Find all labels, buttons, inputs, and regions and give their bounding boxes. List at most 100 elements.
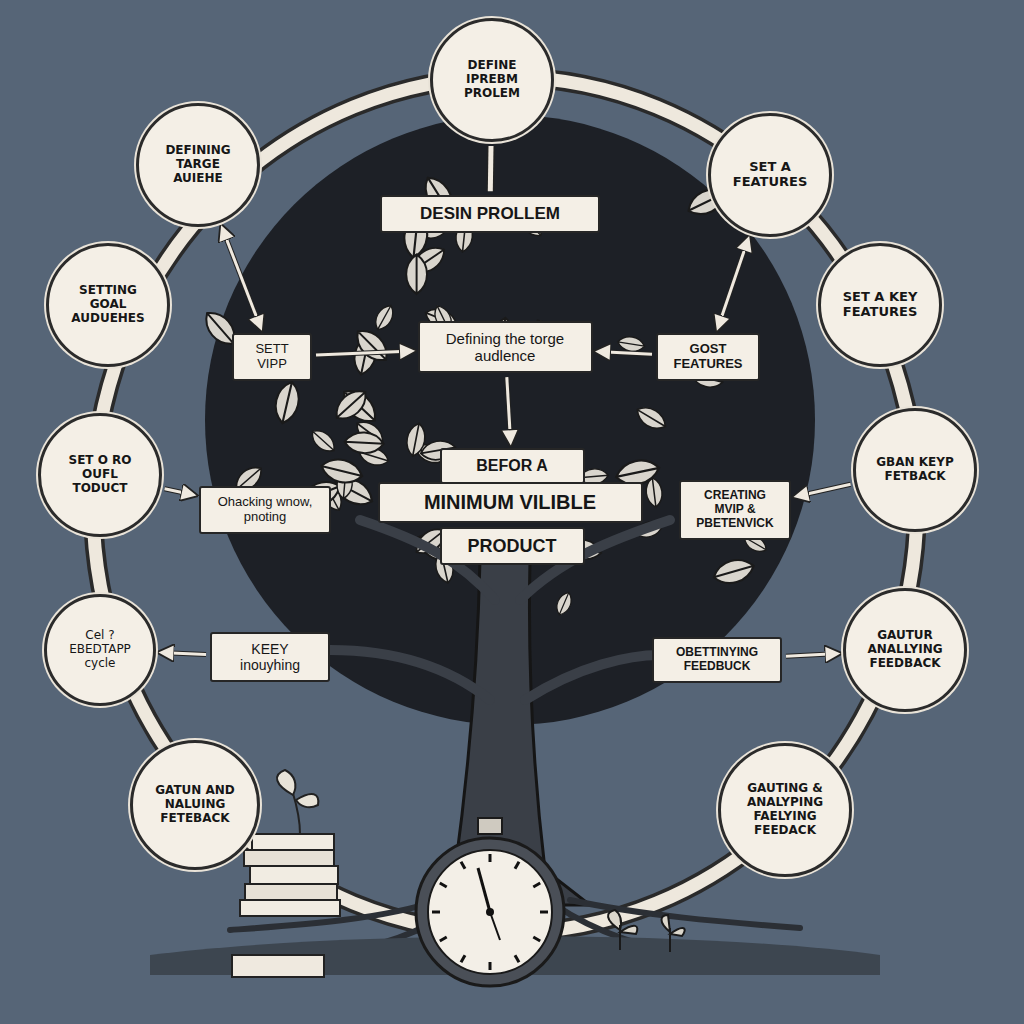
step-box: GOST FEATURES bbox=[656, 333, 760, 381]
leaf bbox=[308, 426, 340, 457]
watch-tick bbox=[533, 937, 540, 941]
stopwatch bbox=[416, 818, 564, 986]
step-label: CREATING MVIP & PBETENVICK bbox=[691, 489, 779, 530]
cycle-ring-outline bbox=[93, 77, 917, 933]
watch-tick bbox=[461, 862, 465, 869]
step-label: GOST FEATURES bbox=[668, 342, 748, 372]
step-label: Defining the torge audlence bbox=[430, 330, 581, 365]
watch-tick bbox=[432, 911, 440, 914]
connector-line bbox=[507, 377, 511, 444]
cycle-step-circle: Cel ? EBEDTAPP cycle bbox=[44, 594, 156, 706]
connector-arrow bbox=[795, 484, 851, 496]
leaf bbox=[553, 590, 574, 617]
connector-arrow bbox=[160, 653, 206, 655]
watch-tick bbox=[440, 937, 447, 941]
step-box: Defining the torge audlence bbox=[418, 321, 593, 374]
step-label: GAUTING & ANALYPING FAELYING FEEDACK bbox=[737, 782, 833, 837]
step-label: DEFINING TARGE AUIEHE bbox=[155, 144, 241, 185]
connector-casing bbox=[507, 377, 511, 444]
step-box: BEFOR A bbox=[440, 448, 585, 484]
connector-arrow bbox=[222, 227, 262, 330]
cycle-step-circle: GAUTUR ANALLYING FEEDBACK bbox=[843, 588, 967, 712]
connector-casing bbox=[597, 352, 653, 355]
watch-tick bbox=[515, 862, 519, 869]
watch-tick bbox=[489, 854, 492, 862]
leaf bbox=[633, 402, 670, 434]
cycle-step-circle: SET A KEY FEATURES bbox=[818, 243, 942, 367]
leaf bbox=[711, 555, 757, 587]
cycle-step-circle: GBAN KEYP FETBACK bbox=[853, 408, 977, 532]
leaves bbox=[199, 172, 770, 617]
step-box: KEEY inouyhing bbox=[210, 632, 330, 682]
connector-arrow bbox=[490, 146, 492, 191]
step-label: GBAN KEYP FETBACK bbox=[872, 456, 958, 484]
watch-tick bbox=[461, 955, 465, 962]
step-label: GATUN AND NALUING FETEBACK bbox=[149, 784, 241, 825]
leaf bbox=[406, 254, 427, 294]
connector-line bbox=[165, 489, 196, 496]
watch-tick bbox=[515, 955, 519, 962]
step-box: PRODUCT bbox=[440, 527, 585, 566]
step-box: CREATING MVIP & PBETENVICK bbox=[679, 480, 791, 539]
cycle-step-circle: SETTING GOAL AUDUEHES bbox=[46, 243, 170, 367]
connector-line bbox=[717, 238, 748, 330]
step-box: DESIN PROLLEM bbox=[380, 195, 600, 233]
step-label: SET A KEY FEATURES bbox=[837, 290, 923, 320]
step-label: MINIMUM VILIBLE bbox=[390, 491, 631, 514]
leaf bbox=[330, 385, 372, 426]
cycle-step-circle: GAUTING & ANALYPING FAELYING FEEDACK bbox=[718, 743, 852, 877]
cycle-step-circle: SET A FEATURES bbox=[708, 113, 832, 237]
leaf bbox=[319, 455, 365, 487]
step-label: OBETTINYING FEEDBUCK bbox=[664, 646, 770, 674]
leaf bbox=[617, 335, 646, 353]
step-label: KEEY inouyhing bbox=[222, 641, 318, 673]
watch-tick bbox=[540, 911, 548, 914]
connector-casing bbox=[795, 484, 851, 496]
connector-casing bbox=[717, 238, 748, 330]
connector-line bbox=[795, 484, 851, 496]
connector-arrow bbox=[717, 238, 748, 330]
connector-casing bbox=[165, 489, 196, 496]
connector-line bbox=[160, 653, 206, 655]
cycle-step-circle: DEFINING TARGE AUIEHE bbox=[136, 103, 260, 227]
step-label: DEFINE IPREBM PROLEM bbox=[449, 59, 535, 100]
leaf bbox=[350, 324, 393, 367]
watch-tick bbox=[533, 883, 540, 887]
step-box: Ohacking wnow, pnoting bbox=[199, 486, 331, 534]
connector-casing bbox=[160, 653, 206, 655]
step-label: Ohacking wnow, pnoting bbox=[211, 495, 319, 525]
leaf bbox=[272, 379, 303, 425]
watch-tick bbox=[489, 962, 492, 970]
connector-line bbox=[786, 654, 839, 657]
step-label: SET A FEATURES bbox=[727, 160, 813, 190]
cycle-step-circle: DEFINE IPREBM PROLEM bbox=[430, 18, 554, 142]
tree-branches bbox=[330, 520, 670, 700]
step-label: GAUTUR ANALLYING FEEDBACK bbox=[862, 629, 948, 670]
connector-casing bbox=[486, 146, 495, 191]
connector-line bbox=[222, 227, 262, 330]
step-label: BEFOR A bbox=[452, 457, 573, 475]
step-label: SETTING GOAL AUDUEHES bbox=[65, 284, 151, 325]
connector-arrow bbox=[507, 377, 511, 444]
step-label: SET O RO OUFL TODUCT bbox=[57, 454, 143, 495]
connector-arrow bbox=[597, 352, 653, 355]
step-label: Cel ? EBEDTAPP cycle bbox=[63, 629, 137, 670]
step-label: PRODUCT bbox=[452, 536, 573, 557]
step-label: DESIN PROLLEM bbox=[392, 204, 588, 224]
step-box: OBETTINYING FEEDBUCK bbox=[652, 637, 782, 683]
cycle-ring bbox=[93, 77, 917, 933]
step-label: SETT VIPP bbox=[244, 342, 300, 372]
watch-tick bbox=[440, 883, 447, 887]
connector-line bbox=[597, 352, 653, 355]
connector-arrow bbox=[165, 489, 196, 496]
connector-line bbox=[488, 146, 494, 191]
cycle-step-circle: SET O RO OUFL TODUCT bbox=[38, 413, 162, 537]
connector-casing bbox=[222, 227, 262, 330]
connector-arrow bbox=[786, 654, 839, 657]
step-box: MINIMUM VILIBLE bbox=[378, 482, 643, 523]
step-box: SETT VIPP bbox=[232, 333, 312, 381]
cycle-step-circle: GATUN AND NALUING FETEBACK bbox=[130, 740, 260, 870]
sprouts bbox=[608, 910, 685, 952]
connector-arrow bbox=[316, 351, 414, 355]
